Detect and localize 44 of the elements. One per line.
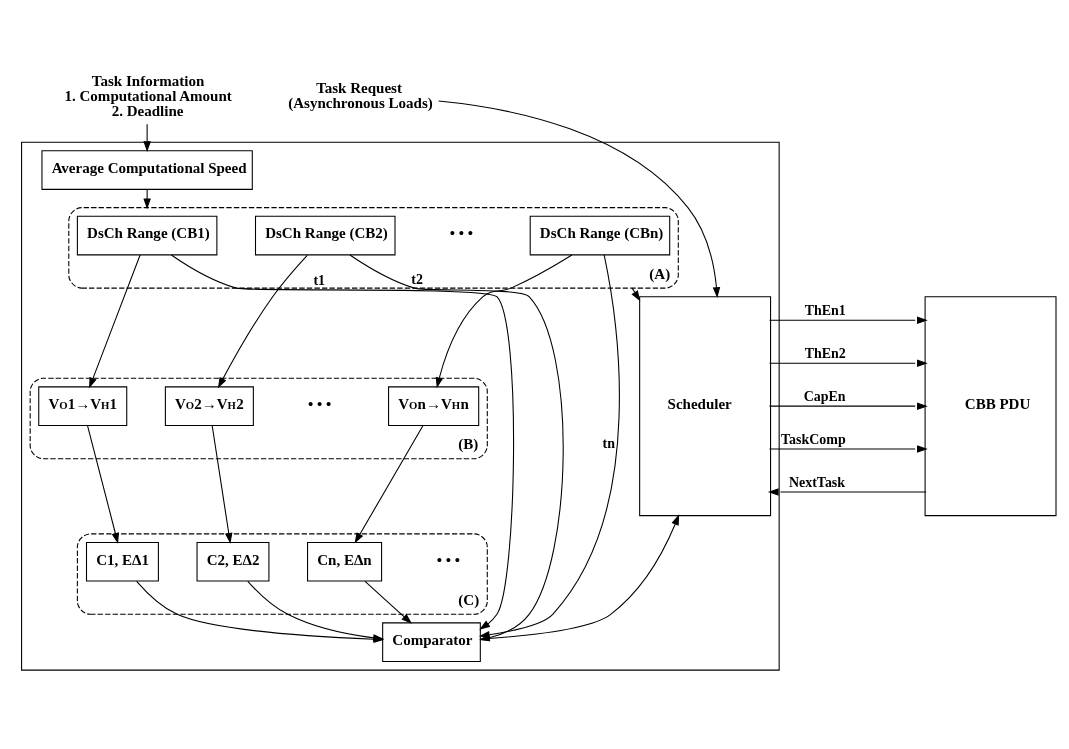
node-box: Scheduler [639,296,772,517]
label: • • • [436,551,461,568]
arrow [435,254,573,389]
arrow [767,488,927,496]
edge-label: tn [602,436,615,452]
arrow [211,425,233,544]
node-box: C2, EΔ2 [196,541,270,582]
node-box: VO2→VH2 [164,386,254,426]
arrow [438,100,721,298]
edge-label: NextTask [789,475,846,491]
arrow [354,425,424,544]
arrow [87,425,119,544]
arrow [768,316,928,325]
node-box: C1, EΔ1 [85,541,159,582]
node-box: Average Computational Speed [41,150,253,190]
arrow [478,254,620,639]
node-box: DsCh Range (CBn) [529,215,671,256]
arrow [217,254,308,389]
arrow [768,359,928,367]
node-box: DsCh Range (CB1) [76,215,218,256]
node-box: Cn, EΔn [307,541,383,582]
label: • • • [308,396,332,413]
edge-label: t1 [313,272,326,288]
arrow [170,254,515,630]
arrow [89,254,141,389]
arrow [768,445,928,453]
arrow [143,188,151,210]
arrow [364,580,412,624]
arrow [768,402,928,410]
edge-label: t2 [411,272,423,288]
edge-label: ThEn1 [804,303,846,319]
node-box: VOn→VHn [388,386,480,426]
edge-label: TaskComp [781,432,846,448]
arrow [143,123,151,152]
node-text: Task Information 1. Computational Amount 2. Deadline [64,72,232,119]
node-box: CBB PDU [924,296,1057,517]
label: • • • [449,225,474,242]
arrow [631,287,641,302]
edge-label: CapEn [803,389,846,405]
edge-label: ThEn2 [804,346,846,362]
node-box: Comparator [382,622,481,663]
node-box: DsCh Range (CB2) [254,215,396,256]
node-box: VO1→VH1 [38,386,128,426]
node-text: Task Request (Asynchronous Loads) [288,80,433,112]
